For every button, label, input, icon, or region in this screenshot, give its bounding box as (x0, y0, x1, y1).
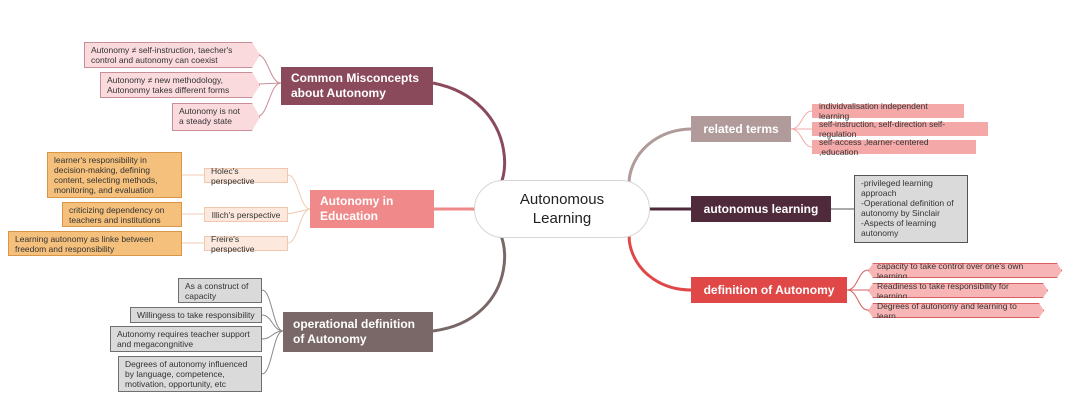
topic-line1: Common Misconcepts (291, 71, 420, 85)
item-line1: Autonomy requires teacher support (117, 329, 250, 339)
related-term-item[interactable]: self-access ,learner-centered ,education (812, 137, 976, 157)
definition-item[interactable]: Degrees of autonomy and learning to lear… (868, 303, 1044, 318)
definition-item[interactable]: capacity to take control over one's own … (868, 263, 1062, 278)
item-line2: a steady state (179, 116, 232, 126)
topic-autonomy-in-education[interactable]: Autonomy in Education (310, 190, 434, 228)
operational-item[interactable]: Willingess to take responsibility (130, 307, 262, 323)
note-line2: approach (861, 188, 897, 198)
detail-line2: teachers and institutions (69, 215, 161, 225)
item-line2: capacity (185, 291, 217, 301)
detail-line2: decision-making, defining (54, 165, 150, 175)
perspective-illich[interactable]: Illich's perspective (204, 207, 288, 222)
item-line1: Autonomy ≠ self-instruction, taecher's (91, 45, 233, 55)
related-term-item[interactable]: self-instruction, self-direction self-re… (812, 119, 988, 139)
misconcept-item[interactable]: Autonomy ≠ new methodology, Autononmy ta… (100, 72, 260, 98)
item-line1: Willingess to take responsibility (137, 310, 255, 320)
misconcept-item[interactable]: Autonomy is not a steady state (172, 103, 260, 131)
item-line2: Autononmy takes different forms (107, 85, 230, 95)
topic-autonomus-learning[interactable]: autonomus learning (691, 196, 831, 222)
perspective-freire[interactable]: Freire's perspective (204, 234, 288, 254)
central-topic-line2: Learning (532, 210, 592, 227)
item-line1: As a construct of (185, 281, 249, 291)
note-line5: -Aspects of learning (861, 218, 937, 228)
detail-line1: Learning autonomy as linke between (15, 234, 154, 244)
topic-definition-of-autonomy[interactable]: definition of Autonomy (691, 277, 847, 303)
topic-line2: of Autonomy (293, 332, 367, 346)
detail-line4: monitoring, and evaluation (54, 185, 154, 195)
note-line3: -Operational definition of (861, 198, 954, 208)
item-line1: Autonomy is not (179, 106, 240, 116)
note-line6: autonomy (861, 228, 899, 238)
illich-detail[interactable]: criticizing dependency on teachers and i… (62, 202, 182, 227)
detail-line3: content, selecting methods, (54, 175, 158, 185)
central-topic-line1: Autonomous (519, 191, 605, 208)
autonomus-learning-note[interactable]: -privileged learning approach -Operation… (854, 175, 968, 243)
item-line2: by language, competence, (125, 369, 225, 379)
misconcept-item[interactable]: Autonomy ≠ self-instruction, taecher's c… (84, 42, 260, 68)
topic-line1: operational definition (293, 317, 415, 331)
note-line4: autonomy by Sinclair (861, 208, 940, 218)
topic-related-terms[interactable]: related terms (691, 116, 791, 142)
operational-item[interactable]: Autonomy requires teacher support and me… (110, 326, 262, 352)
detail-line2: freedom and responsibility (15, 244, 115, 254)
topic-line1: Autonomy in (320, 194, 394, 208)
perspective-holec[interactable]: Holec's perspective (204, 166, 288, 186)
topic-operational-definition[interactable]: operational definition of Autonomy (283, 312, 433, 352)
definition-item[interactable]: Readiness to take responsibility for lea… (868, 283, 1048, 298)
topic-common-misconcepts[interactable]: Common Misconcepts about Autonomy (281, 67, 433, 105)
topic-line2: Education (320, 209, 379, 223)
item-line2: and megacongnitive (117, 339, 194, 349)
related-term-item[interactable]: individvalisation independent learning (812, 101, 964, 121)
item-line1: Degrees of autonomy influenced (125, 359, 248, 369)
item-line3: motivation, opportunity, etc (125, 379, 226, 389)
detail-line1: learner's responsibility in (54, 155, 147, 165)
item-line2: control and autonomy can coexist (91, 55, 218, 65)
item-line1: Autonomy ≠ new methodology, (107, 75, 224, 85)
note-line1: -privileged learning (861, 178, 933, 188)
holec-detail[interactable]: learner's responsibility in decision-mak… (47, 152, 182, 198)
central-topic[interactable]: Autonomous Learning (474, 180, 650, 238)
topic-line2: about Autonomy (291, 86, 386, 100)
freire-detail[interactable]: Learning autonomy as linke between freed… (8, 231, 182, 256)
detail-line1: criticizing dependency on (69, 205, 165, 215)
operational-item[interactable]: Degrees of autonomy influenced by langua… (118, 356, 262, 392)
operational-item[interactable]: As a construct of capacity (178, 278, 262, 303)
